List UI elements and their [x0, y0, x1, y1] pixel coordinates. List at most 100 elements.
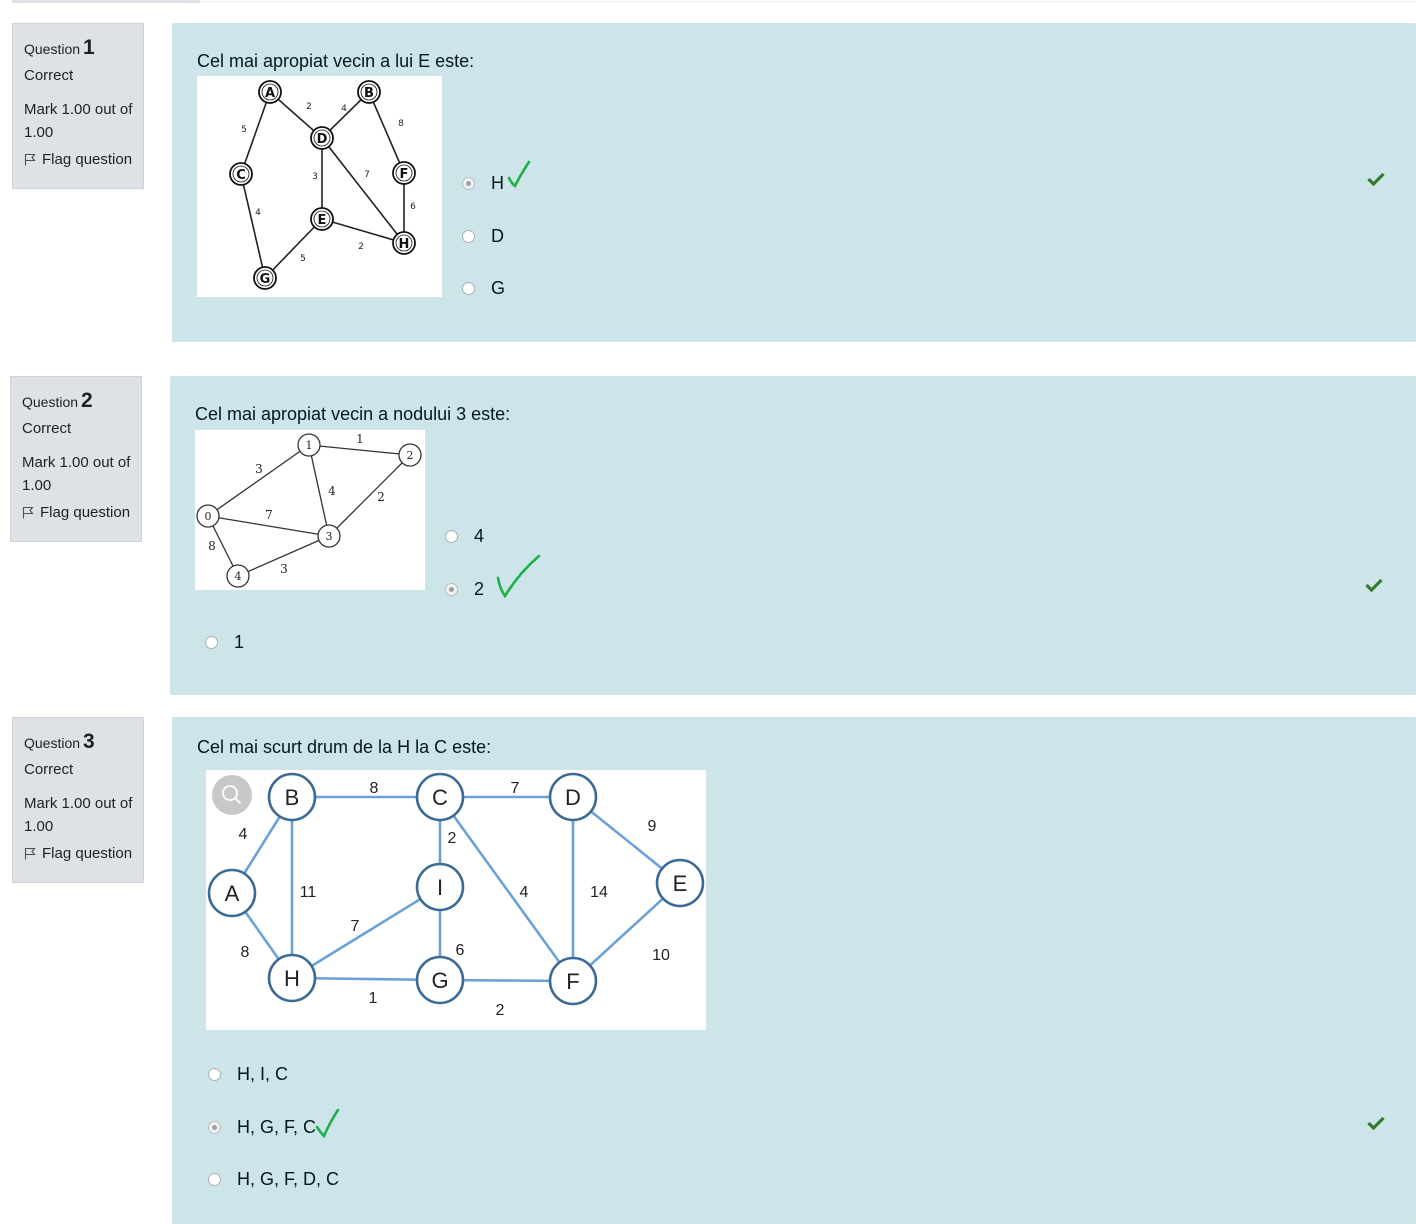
- answer-label: 2: [474, 579, 485, 599]
- edge-weight-a-d: 2: [306, 102, 312, 112]
- flag-icon: [24, 847, 36, 860]
- top-border-tab: [12, 0, 200, 3]
- node-e: E: [655, 858, 705, 908]
- edge-c-g: [240, 173, 266, 279]
- edge-weight-1-2: 1: [356, 432, 364, 446]
- graph-image-1: 5 2 4 8 4 3 7 6 5 2 A B C D E F G H: [197, 76, 442, 297]
- answer-option[interactable]: H, I, C: [208, 1064, 288, 1085]
- edge-weight-a-b: 4: [239, 826, 248, 843]
- answer-label: 4: [474, 526, 485, 546]
- edge-weight-b-h: 11: [300, 884, 317, 901]
- svg-text:C: C: [236, 168, 246, 183]
- answer-option[interactable]: 2: [445, 579, 484, 600]
- question-grade: Mark 1.00 out of 1.00: [22, 454, 131, 494]
- radio-button[interactable]: [462, 282, 475, 295]
- svg-text:H: H: [284, 966, 300, 991]
- answer-label: G: [491, 278, 506, 298]
- edge-weight-2-3: 2: [377, 490, 385, 504]
- node-b: B: [267, 772, 317, 822]
- edge-h-i: [291, 885, 441, 980]
- graph-2: 3 1 4 2 7 8 3 0 1 2 3 4: [196, 432, 422, 588]
- handwritten-check-icon: [507, 160, 531, 188]
- radio-button[interactable]: [208, 1068, 221, 1081]
- svg-text:B: B: [364, 86, 374, 101]
- node-d: D: [548, 772, 598, 822]
- answer-option[interactable]: H, G, F, D, C: [208, 1169, 339, 1190]
- edge-weight-1-3: 4: [328, 484, 336, 498]
- svg-text:G: G: [431, 968, 448, 993]
- node-a: A: [258, 80, 282, 104]
- svg-text:G: G: [260, 272, 271, 287]
- handwritten-check-icon: [496, 554, 541, 599]
- graph-image-2: 3 1 4 2 7 8 3 0 1 2 3 4: [195, 430, 425, 590]
- answer-label: H, G, F, D, C: [237, 1169, 340, 1189]
- question-text: Cel mai apropiat vecin a nodului 3 este:: [195, 404, 511, 424]
- svg-text:I: I: [437, 875, 443, 900]
- edge-e-g: [264, 218, 323, 279]
- svg-text:3: 3: [326, 530, 333, 543]
- svg-text:F: F: [400, 167, 409, 182]
- edge-weight-0-3: 7: [265, 508, 273, 522]
- edge-weight-0-1: 3: [255, 462, 263, 476]
- node-f: F: [548, 956, 598, 1006]
- radio-button[interactable]: [462, 177, 475, 190]
- answer-option[interactable]: 1: [205, 632, 244, 653]
- svg-text:D: D: [565, 785, 581, 810]
- node-2: 2: [398, 443, 422, 467]
- svg-text:D: D: [317, 132, 328, 147]
- edge-b-f: [368, 91, 405, 174]
- edge-weight-e-f: 10: [652, 947, 670, 964]
- edge-h-g: [291, 976, 441, 982]
- radio-button[interactable]: [462, 230, 475, 243]
- radio-button[interactable]: [205, 636, 218, 649]
- node-3: 3: [317, 524, 341, 548]
- radio-button[interactable]: [208, 1173, 221, 1186]
- correct-check-icon: [1367, 172, 1385, 186]
- flag-question-link[interactable]: Flag question: [22, 504, 133, 521]
- edge-2-3: [328, 454, 411, 537]
- node-h: H: [392, 231, 416, 255]
- flag-icon: [22, 506, 34, 519]
- answer-option[interactable]: G: [462, 278, 505, 299]
- node-c: C: [229, 162, 253, 186]
- radio-button[interactable]: [445, 583, 458, 596]
- edge-a-c: [240, 91, 271, 175]
- answer-option[interactable]: H, G, F, C: [208, 1117, 316, 1138]
- answer-option[interactable]: D: [462, 226, 504, 247]
- node-d: D: [310, 126, 334, 150]
- svg-text:A: A: [225, 881, 240, 906]
- answer-label: D: [491, 226, 504, 246]
- radio-button[interactable]: [208, 1121, 221, 1134]
- edge-weight-i-g: 6: [456, 942, 465, 959]
- edge-weight-d-f: 14: [590, 884, 608, 901]
- node-i: I: [415, 862, 465, 912]
- node-c: C: [415, 772, 465, 822]
- svg-text:E: E: [318, 213, 327, 228]
- flag-question-link[interactable]: Flag question: [24, 845, 135, 862]
- svg-text:E: E: [673, 871, 688, 896]
- edge-weight-c-d: 7: [511, 780, 520, 797]
- question-content-2: Cel mai apropiat vecin a nodului 3 este:…: [170, 376, 1416, 695]
- edge-weight-h-i: 7: [351, 918, 360, 935]
- node-h: H: [267, 953, 317, 1003]
- answer-label: H: [491, 173, 504, 193]
- edge-weight-e-g: 5: [300, 254, 306, 264]
- edge-4-3: [237, 535, 330, 577]
- answer-label: H, I, C: [237, 1064, 289, 1084]
- node-e: E: [310, 207, 334, 231]
- node-4: 4: [226, 564, 250, 588]
- radio-button[interactable]: [445, 530, 458, 543]
- node-1: 1: [297, 433, 321, 457]
- node-f: F: [392, 161, 416, 185]
- zoom-search-icon[interactable]: [212, 775, 252, 815]
- edge-weight-e-h: 2: [358, 242, 364, 252]
- node-g: G: [253, 266, 277, 290]
- edge-weight-b-f: 8: [398, 119, 404, 129]
- answer-option[interactable]: 4: [445, 526, 484, 547]
- flag-question-link[interactable]: Flag question: [24, 151, 135, 168]
- edge-weight-d-e: 9: [648, 818, 657, 835]
- answer-option[interactable]: H: [462, 173, 504, 194]
